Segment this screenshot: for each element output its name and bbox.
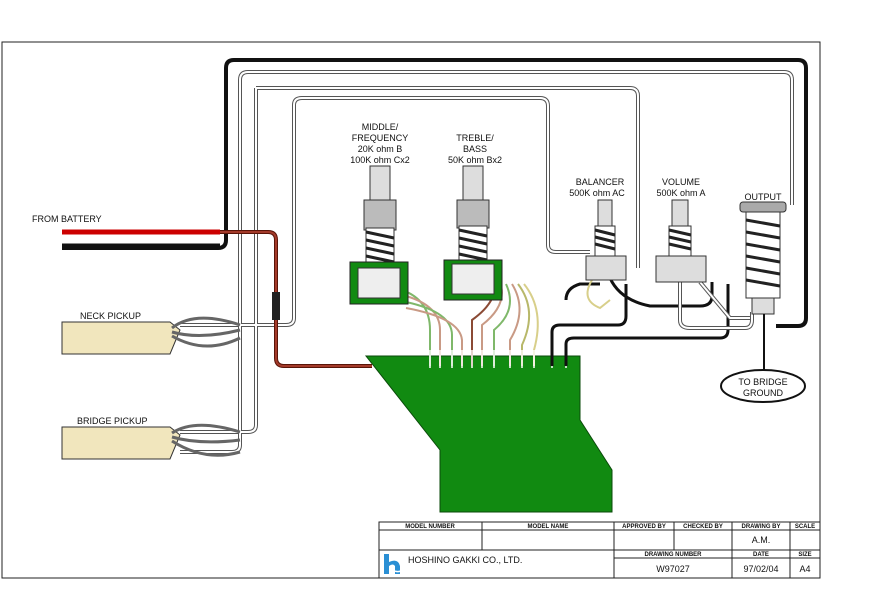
ground-loop-wire (62, 58, 808, 328)
size-value: A4 (799, 564, 810, 574)
drawing-by-value: A.M. (752, 535, 771, 545)
middle-pot-label-2: FREQUENCY (352, 133, 409, 143)
middle-frequency-pot (349, 165, 409, 305)
date-value: 97/02/04 (743, 564, 778, 574)
treble-pot-label-1: TREBLE/ (456, 133, 494, 143)
middle-pot-label-3: 20K ohm B (358, 144, 403, 154)
volume-pot (655, 199, 707, 283)
checked-by-header: CHECKED BY (683, 524, 723, 530)
treble-pot-label-3: 50K ohm Bx2 (448, 155, 502, 165)
bridge-ground-label-1: TO BRIDGE (738, 377, 787, 387)
volume-label-1: VOLUME (662, 177, 700, 187)
date-header: DATE (753, 552, 769, 558)
treble-pot-label-2: BASS (463, 144, 487, 154)
bridge-ground-label-2: GROUND (743, 388, 783, 398)
approved-by-header: APPROVED BY (622, 524, 666, 530)
balancer-label-1: BALANCER (576, 177, 625, 187)
bridge-pickup-label: BRIDGE PICKUP (77, 416, 148, 426)
bridge-pickup-cable (61, 423, 241, 460)
model-name-header: MODEL NAME (528, 524, 569, 530)
volume-label-2: 500K ohm A (656, 188, 705, 198)
drawing-by-header: DRAWING BY (742, 524, 781, 530)
balancer-label-2: 500K ohm AC (569, 188, 625, 198)
middle-pot-label-4: 100K ohm Cx2 (350, 155, 410, 165)
neck-pickup-label: NECK PICKUP (80, 311, 141, 321)
drawing-frame (1, 41, 821, 579)
middle-pot-label-1: MIDDLE/ (362, 122, 399, 132)
balancer-pot (585, 199, 627, 281)
size-header: SIZE (798, 552, 811, 558)
battery-connector (272, 292, 280, 320)
hoshino-logo-icon (384, 554, 405, 574)
output-label: OUTPUT (745, 192, 783, 202)
shielded-wires (180, 70, 794, 454)
from-battery-label: FROM BATTERY (32, 214, 102, 224)
drawing-number-header: DRAWING NUMBER (645, 552, 703, 558)
output-jack (739, 201, 787, 372)
scale-header: SCALE (795, 524, 815, 530)
neck-pickup-cable (61, 316, 241, 355)
treble-bass-pot (443, 165, 503, 301)
company-name: HOSHINO GAKKI CO., LTD. (408, 555, 522, 565)
title-block (378, 521, 821, 579)
board-to-controls-wires (550, 277, 754, 366)
circuit-board (364, 355, 613, 513)
bridge-ground-ellipse (720, 369, 806, 403)
drawing-number-value: W97027 (656, 564, 690, 574)
model-number-header: MODEL NUMBER (405, 524, 455, 530)
